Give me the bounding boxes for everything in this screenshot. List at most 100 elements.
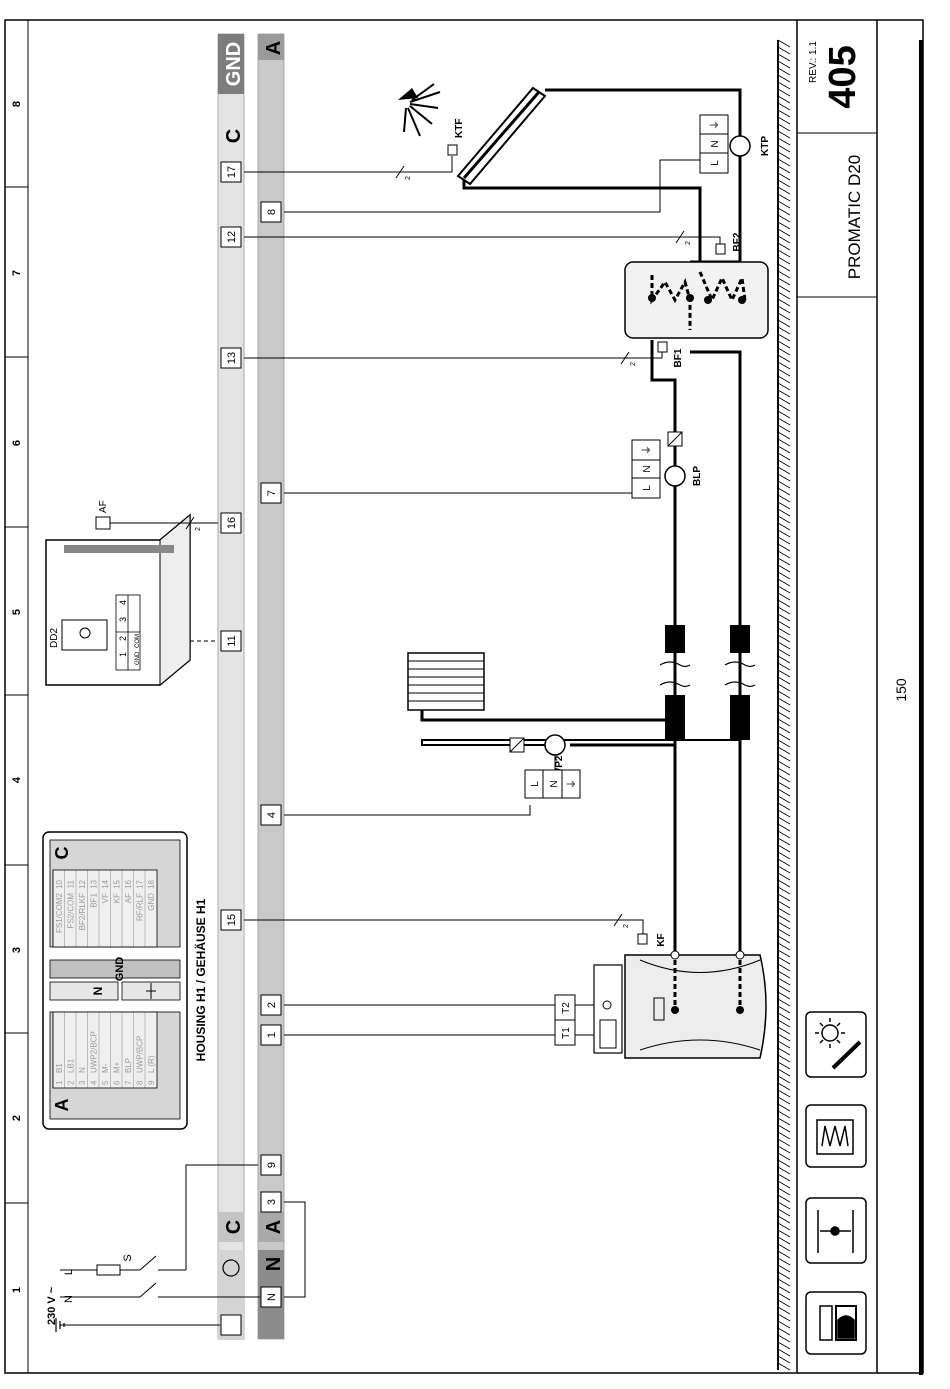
kf-label: KF: [656, 933, 667, 946]
boiler: [593, 950, 767, 1059]
product-name: PROMATIC D20: [845, 155, 864, 279]
terminal-number: 11: [226, 635, 238, 646]
legend-icons: [805, 1011, 867, 1355]
rail-c: [217, 33, 245, 1340]
ktp-term: L: [710, 160, 721, 166]
rail-terminal: 8: [260, 201, 282, 223]
kf-sensor: [637, 933, 648, 945]
buffer-tank-icon: [805, 1104, 867, 1168]
ktp-terminal-box: [699, 114, 729, 174]
blp-terminal-box: [631, 439, 661, 499]
sun-icon: [398, 88, 418, 100]
signal-wires: [244, 156, 721, 1036]
dd2-pin: 2: [118, 636, 128, 641]
housing-block-c-label: C: [52, 847, 72, 860]
rail-terminal: 2: [260, 994, 282, 1016]
terminal-number: 2: [266, 1002, 278, 1008]
terminal-number: 8: [266, 209, 278, 215]
rail-terminal: 11: [220, 630, 242, 652]
rail-c-label-start: C: [223, 1220, 245, 1234]
t1-label: T1: [561, 1027, 572, 1039]
hydraulic-pipes: [420, 88, 742, 1015]
drawing-number: 405: [822, 45, 864, 108]
grid-ticks: [5, 186, 28, 1204]
uwp2-terminal-box: [524, 769, 581, 799]
housing-rows: 1B12LB13N4UWP2/BCP5M-6M+7BLP8UWP/BCP9L (…: [52, 869, 158, 1089]
rail-a-label: A: [263, 41, 285, 55]
rail-terminal: 7: [260, 482, 282, 504]
earth-symbol: [222, 1259, 240, 1277]
terminal-number: 1: [266, 1032, 278, 1038]
rail-n-label: N: [263, 1257, 285, 1271]
grid-number: 1: [11, 1287, 23, 1293]
grid-number: 4: [11, 776, 23, 783]
rail-a-label-start: A: [263, 1220, 285, 1234]
ktp-term: N: [710, 140, 721, 147]
grid-number: 6: [11, 440, 23, 446]
rail-a-start: [258, 1212, 284, 1242]
dd2-label: DD2: [49, 628, 60, 648]
switch-s: S: [122, 1254, 134, 1261]
rail-terminal: 13: [220, 347, 242, 369]
bf2-label: BF2: [732, 232, 743, 251]
dd2-pin-label: GND: [135, 651, 141, 665]
grid-number: 5: [11, 609, 23, 615]
buffer-tank: [624, 261, 769, 339]
solar-collector: [456, 86, 547, 186]
terminal-number: 13: [226, 352, 238, 364]
earth-mark: [55, 1318, 65, 1332]
af-label: AF: [98, 500, 109, 513]
two-wire-label: 2: [405, 176, 412, 180]
rail-terminal: 17: [220, 161, 242, 183]
two-wire-label: 2: [623, 924, 630, 928]
terminal-number: 7: [266, 490, 278, 496]
bf1-label: BF1: [673, 348, 684, 367]
pipe-break-marks: [659, 661, 756, 688]
dd2-pin: 4: [118, 600, 128, 605]
revision-label: REV.: 1.1: [808, 41, 819, 83]
mains-supply: [60, 1164, 306, 1326]
rail-terminal: 4: [260, 804, 282, 826]
rail-terminal: 12: [220, 226, 242, 248]
ktp-pump: [729, 135, 751, 157]
grid-number: 2: [11, 1115, 23, 1121]
housing-n-label: N: [91, 987, 105, 996]
dd2-pin: 1: [118, 652, 128, 657]
supply-voltage: 230 V ~: [46, 1286, 58, 1325]
dd2-room-unit: [45, 513, 191, 687]
boiler-icon: [805, 1291, 867, 1355]
supply-l: L: [63, 1269, 75, 1275]
rail-gnd-end: [218, 34, 244, 94]
two-wire-label: 2: [685, 241, 692, 245]
page-number: 150: [893, 678, 909, 702]
rail-terminal: 16: [220, 512, 242, 534]
housing-block-a-label: A: [52, 1099, 72, 1112]
bf1-sensor: [657, 341, 668, 353]
rail-a-end: [258, 34, 284, 60]
terminal-number: 3: [266, 1199, 278, 1205]
rail-terminal: 9: [260, 1154, 282, 1176]
supply-n: N: [63, 1295, 75, 1303]
terminal-pe: [220, 1314, 242, 1336]
grid-number: 3: [11, 947, 23, 953]
t2-label: T2: [561, 1002, 572, 1014]
blp-pump: [664, 465, 686, 487]
rail-c-label: C: [223, 129, 245, 143]
rail-gnd-label: GND: [223, 42, 245, 86]
radiator: [407, 652, 485, 711]
terminal-number: 17: [226, 166, 238, 178]
blp-term: N: [642, 465, 653, 472]
blp-term: ⏚: [641, 445, 653, 455]
terminal-number: 16: [226, 517, 238, 529]
terminal-n: N: [266, 1293, 278, 1301]
blp-label: BLP: [692, 466, 703, 486]
ktp-term: ⏚: [709, 120, 721, 130]
two-wire-label: 2: [195, 527, 202, 531]
uwp2-term: N: [549, 780, 560, 787]
pump-icon: [805, 1197, 867, 1264]
dd2-pin: 3: [118, 617, 128, 622]
af-sensor: [95, 516, 111, 530]
